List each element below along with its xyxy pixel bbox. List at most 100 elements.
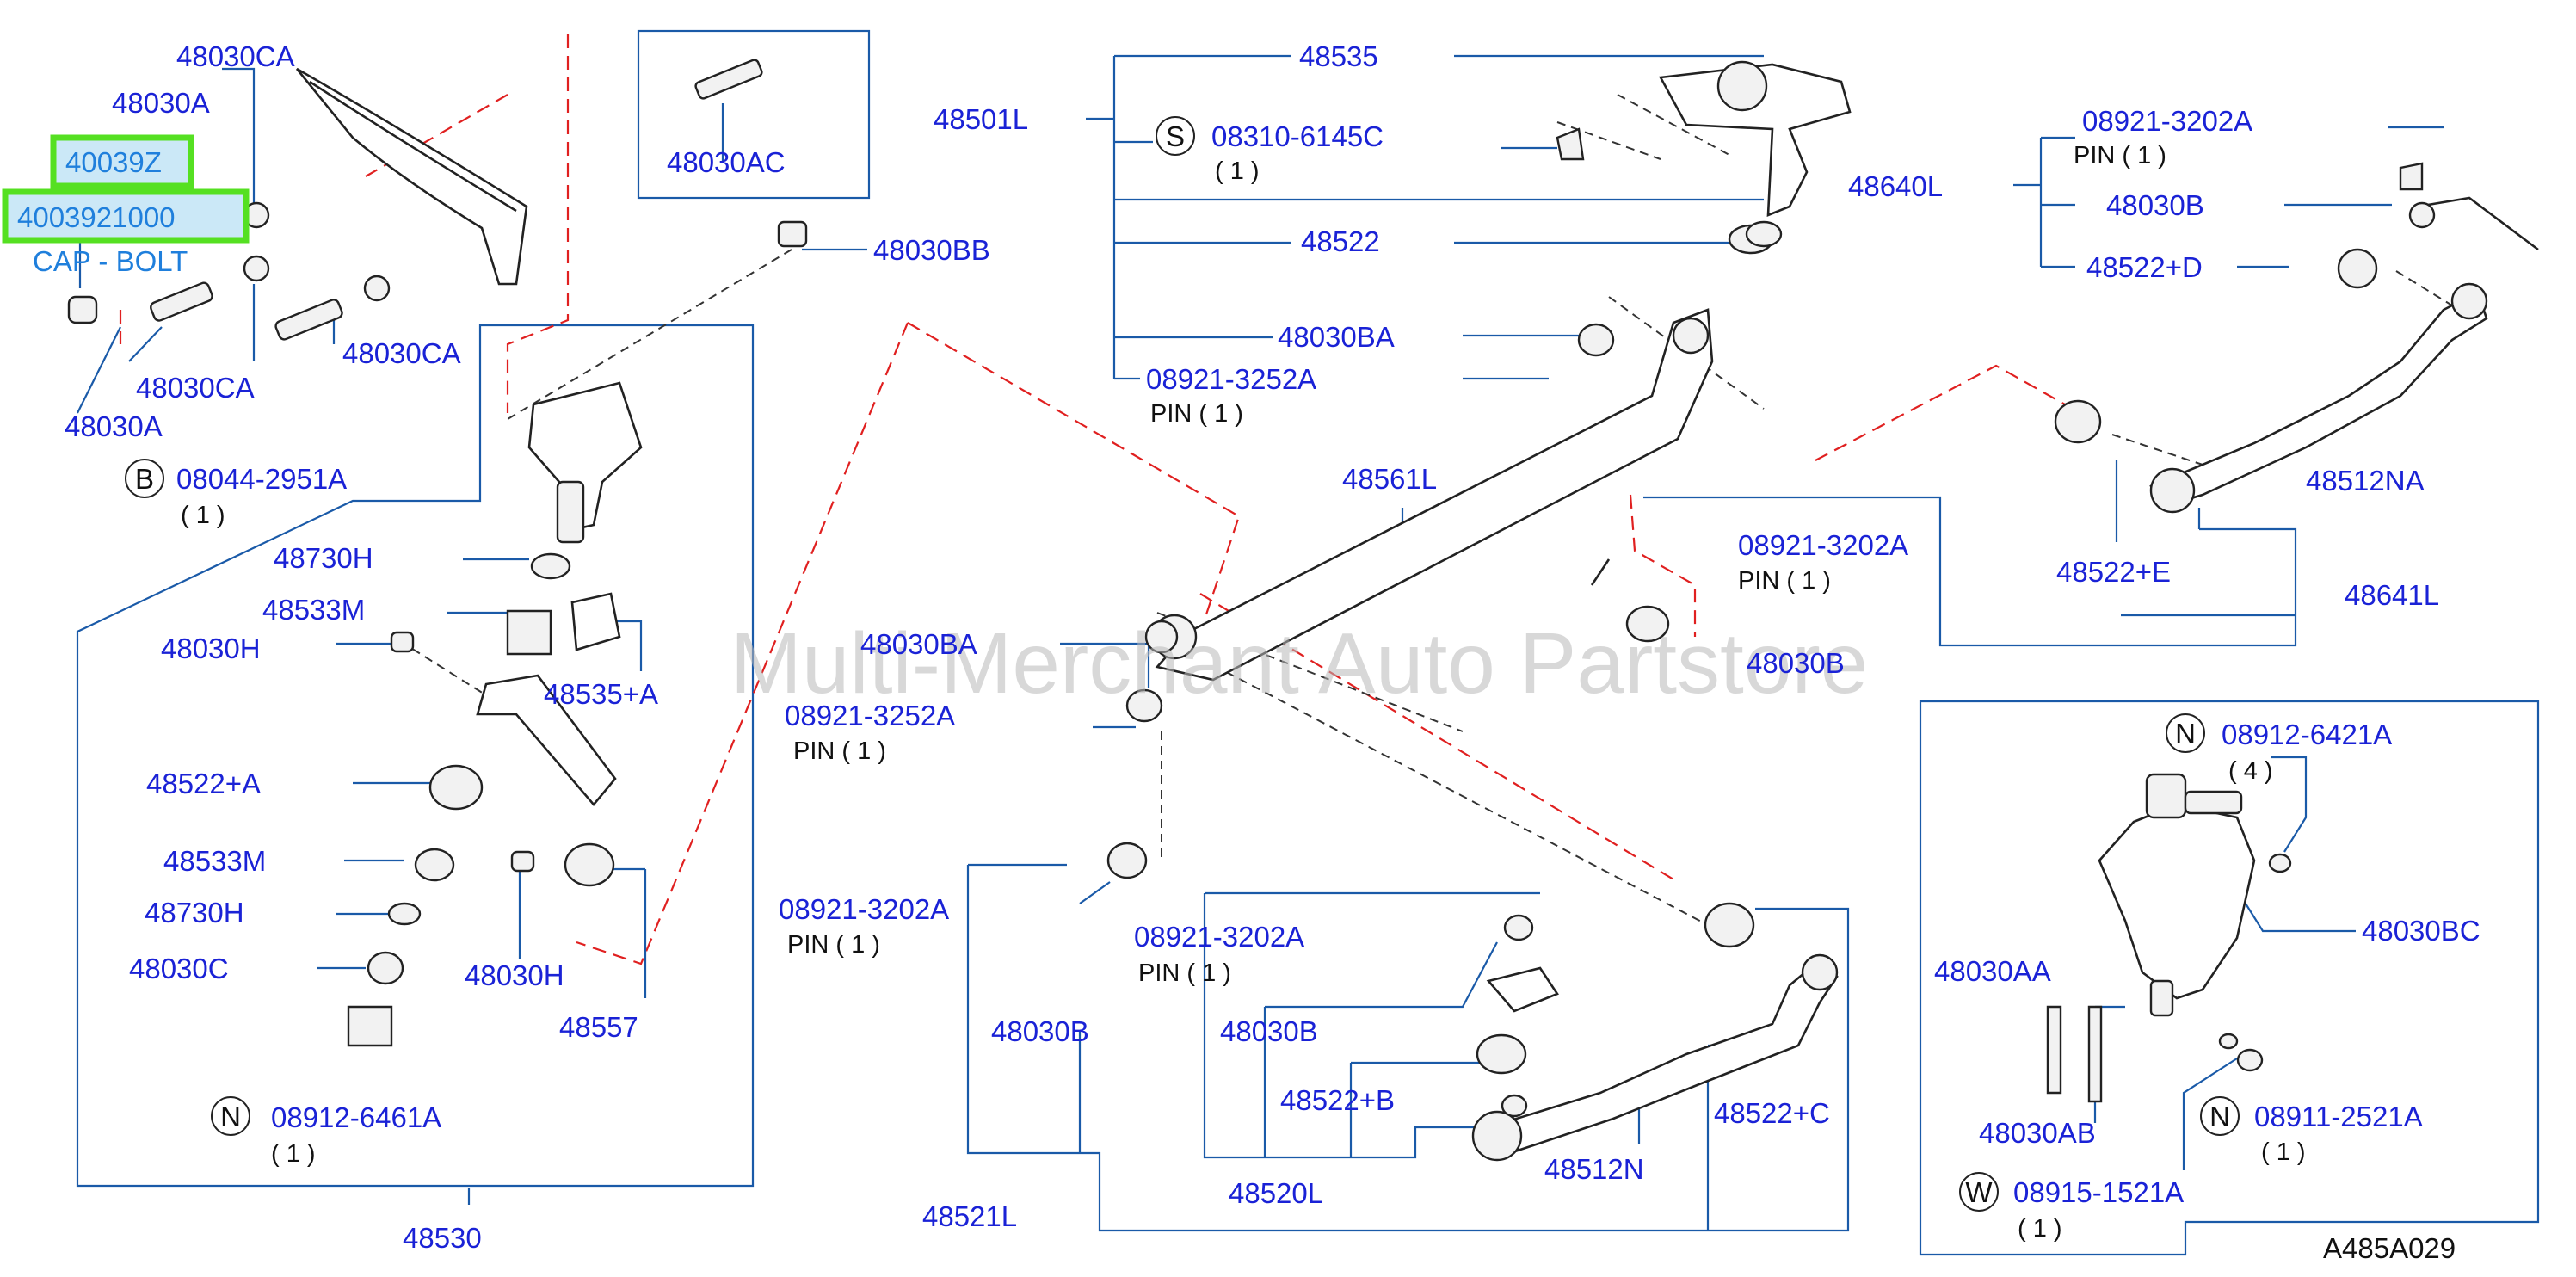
label-48030B-ctr[interactable]: 48030B bbox=[1747, 647, 1845, 679]
pitman-arm-48501L bbox=[1658, 63, 1852, 217]
frame-48641L bbox=[1643, 496, 2297, 647]
bolt-48030CA-b bbox=[274, 299, 343, 341]
watermark-text: Multi-Merchant Auto Partstore bbox=[730, 615, 1869, 712]
label-48030BC[interactable]: 48030BC bbox=[2362, 915, 2480, 947]
diagram-code: A485A029 bbox=[2323, 1232, 2456, 1264]
callout-letters: B S N N N W bbox=[125, 116, 2240, 1212]
label-48535A[interactable]: 48535+A bbox=[544, 678, 658, 710]
label-48522D[interactable]: 48522+D bbox=[2086, 251, 2203, 283]
label-48030H-a[interactable]: 48030H bbox=[161, 632, 261, 664]
washer-48030CA-a bbox=[243, 255, 270, 282]
qty-08911-2521A: ( 1 ) bbox=[2261, 1138, 2306, 1166]
cap-bolt-part bbox=[67, 295, 98, 324]
label-48030AB[interactable]: 48030AB bbox=[1979, 1117, 2096, 1149]
label-48030CA-bot[interactable]: 48030CA bbox=[136, 372, 255, 404]
label-48520L[interactable]: 48520L bbox=[1229, 1177, 1323, 1209]
label-48522E[interactable]: 48522+E bbox=[2056, 556, 2171, 588]
label-48533M-a[interactable]: 48533M bbox=[262, 594, 365, 626]
highlight-40039Z-text: 40039Z bbox=[65, 146, 162, 178]
label-48530[interactable]: 48530 bbox=[403, 1222, 482, 1254]
part-labels: 48030CA 48030A 48030CA 48030CA 48030A 08… bbox=[65, 40, 2480, 1254]
pin-08921-3252A-top: PIN ( 1 ) bbox=[1150, 400, 1243, 428]
pin-08921-3202A-right: PIN ( 1 ) bbox=[2074, 142, 2166, 170]
label-48512NA[interactable]: 48512NA bbox=[2306, 465, 2425, 497]
label-08921-3202A-left[interactable]: 08921-3202A bbox=[779, 893, 949, 925]
label-48030CA-mid[interactable]: 48030CA bbox=[342, 337, 461, 369]
inset-box-48030AC bbox=[637, 29, 871, 200]
qty-08044-2951A: ( 1 ) bbox=[181, 502, 225, 529]
idler-arm-bracket bbox=[527, 381, 643, 531]
label-48030B-right[interactable]: 48030B bbox=[2106, 189, 2204, 221]
label-08921-3252A-left[interactable]: 08921-3252A bbox=[785, 700, 955, 731]
label-48641L[interactable]: 48641L bbox=[2345, 579, 2439, 611]
label-08921-3202A-ctr[interactable]: 08921-3202A bbox=[1738, 529, 1908, 561]
label-48512N[interactable]: 48512N bbox=[1544, 1153, 1644, 1185]
steering-gear-box bbox=[2098, 803, 2256, 1000]
highlight-4003921000[interactable]: 4003921000 bbox=[2, 188, 250, 244]
label-08921-3202A-right[interactable]: 08921-3202A bbox=[2082, 105, 2252, 137]
label-48730H-a[interactable]: 48730H bbox=[274, 542, 373, 574]
pin-08921-3202A-ctr: PIN ( 1 ) bbox=[1738, 567, 1831, 595]
callout-n-48530: N bbox=[220, 1101, 241, 1132]
callout-n-6421A: N bbox=[2175, 718, 2196, 750]
pin-08921-3202A-left: PIN ( 1 ) bbox=[787, 931, 880, 959]
label-08912-6461A[interactable]: 08912-6461A bbox=[271, 1101, 441, 1133]
callout-s: S bbox=[1166, 120, 1185, 152]
label-48533M-b[interactable]: 48533M bbox=[163, 845, 266, 877]
callout-b: B bbox=[135, 463, 154, 495]
label-08911-2521A[interactable]: 08911-2521A bbox=[2254, 1101, 2423, 1132]
label-48030H-b[interactable]: 48030H bbox=[465, 959, 564, 991]
label-48501L[interactable]: 48501L bbox=[934, 103, 1028, 135]
label-48030A-top[interactable]: 48030A bbox=[112, 87, 210, 119]
qty-08912-6461A: ( 1 ) bbox=[271, 1140, 316, 1168]
label-48030BA-left[interactable]: 48030BA bbox=[860, 628, 977, 660]
frame-rail-bracket bbox=[295, 67, 528, 286]
label-48522C[interactable]: 48522+C bbox=[1714, 1097, 1830, 1129]
label-08310-6145C[interactable]: 08310-6145C bbox=[1211, 120, 1384, 152]
label-48522B[interactable]: 48522+B bbox=[1280, 1084, 1395, 1116]
label-48640L[interactable]: 48640L bbox=[1848, 170, 1943, 202]
bolt-48030CA-a bbox=[150, 281, 213, 322]
label-08912-6421A[interactable]: 08912-6421A bbox=[2222, 719, 2392, 750]
assembly-lines bbox=[399, 94, 2453, 926]
label-48561L[interactable]: 48561L bbox=[1342, 463, 1437, 495]
frame-48521L bbox=[966, 865, 1850, 1232]
label-48030C[interactable]: 48030C bbox=[129, 953, 229, 984]
label-48521L[interactable]: 48521L bbox=[922, 1200, 1017, 1232]
highlight-4003921000-text: 4003921000 bbox=[17, 201, 176, 233]
idler-arm bbox=[476, 674, 617, 807]
label-08921-3202A-mid[interactable]: 08921-3202A bbox=[1134, 921, 1304, 953]
label-48030B-mid[interactable]: 48030B bbox=[1220, 1015, 1318, 1047]
leader-lines bbox=[77, 54, 2444, 1231]
label-08921-3252A-top[interactable]: 08921-3252A bbox=[1146, 363, 1316, 395]
label-48730H-b[interactable]: 48730H bbox=[145, 897, 244, 928]
highlight-40039Z[interactable]: 40039Z bbox=[50, 134, 194, 189]
pin-08921-3252A-left: PIN ( 1 ) bbox=[793, 737, 886, 765]
bolt-48030AC bbox=[694, 59, 763, 100]
label-48030B-left[interactable]: 48030B bbox=[991, 1015, 1089, 1047]
label-48522A[interactable]: 48522+A bbox=[146, 768, 261, 799]
label-48030AC[interactable]: 48030AC bbox=[667, 146, 786, 178]
label-48522[interactable]: 48522 bbox=[1301, 225, 1380, 257]
label-48030AA[interactable]: 48030AA bbox=[1934, 955, 2051, 987]
qty-08310-6145C: ( 1 ) bbox=[1215, 157, 1260, 185]
label-48030BB[interactable]: 48030BB bbox=[873, 234, 990, 266]
label-48557[interactable]: 48557 bbox=[559, 1011, 638, 1043]
label-08044-2951A[interactable]: 08044-2951A bbox=[176, 463, 347, 495]
label-48535[interactable]: 48535 bbox=[1299, 40, 1378, 72]
qty-08912-6421A: ( 4 ) bbox=[2228, 757, 2273, 785]
label-48030BA-top[interactable]: 48030BA bbox=[1278, 321, 1395, 353]
relay-rod-48561L bbox=[1155, 308, 1714, 682]
tie-rod-48512NA bbox=[2149, 291, 2488, 509]
callout-w: W bbox=[1965, 1176, 1993, 1208]
frame-48530 bbox=[76, 324, 755, 1188]
label-48030A-bot[interactable]: 48030A bbox=[65, 410, 163, 442]
group-frames bbox=[76, 29, 2540, 1256]
part-drawings bbox=[67, 59, 2539, 1162]
label-08915-1521A[interactable]: 08915-1521A bbox=[2013, 1176, 2184, 1208]
washer-48030CA-b bbox=[363, 275, 391, 302]
highlight-description: CAP - BOLT bbox=[33, 245, 188, 277]
label-48030CA-top[interactable]: 48030CA bbox=[176, 40, 295, 72]
qty-08915-1521A: ( 1 ) bbox=[2018, 1215, 2062, 1243]
